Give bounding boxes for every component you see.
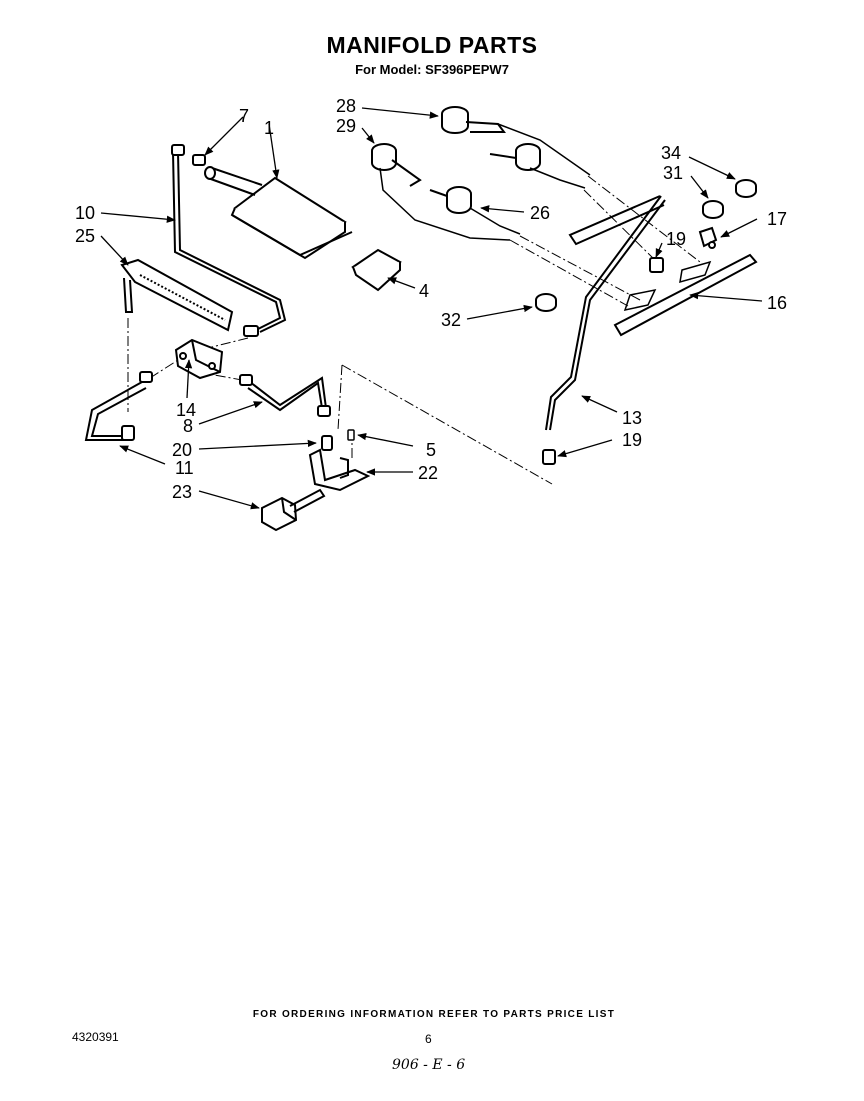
callout-1: 1	[264, 118, 274, 138]
callout-20: 20	[172, 440, 192, 460]
document-number: 4320391	[72, 1030, 119, 1044]
broiler-burner-1	[204, 166, 353, 260]
fitting-10-top	[171, 144, 185, 156]
callout-16: 16	[767, 293, 787, 313]
fitting-10-end	[243, 325, 259, 337]
fitting-19-upper	[649, 257, 664, 273]
tube-13	[545, 195, 666, 431]
valve-20	[321, 435, 333, 451]
orifice-7	[192, 154, 206, 166]
tube-8	[247, 376, 327, 412]
knob-32	[535, 293, 557, 312]
burner-right-rear	[489, 143, 586, 189]
callout-19-lower: 19	[622, 430, 642, 450]
burner-28	[441, 106, 591, 176]
callout-29: 29	[336, 116, 356, 136]
fitting-11	[121, 425, 135, 441]
knob-34	[735, 179, 757, 198]
bracket-22	[308, 448, 371, 492]
fitting-8	[239, 374, 331, 417]
knob-31	[702, 200, 724, 219]
callout-22: 22	[418, 463, 438, 483]
burner-26	[429, 186, 521, 235]
thermostat-14	[174, 338, 224, 380]
callout-10: 10	[75, 203, 95, 223]
callout-26: 26	[530, 203, 550, 223]
ordering-note: FOR ORDERING INFORMATION REFER TO PARTS …	[252, 1009, 616, 1020]
regulator-23	[261, 488, 326, 532]
page-number: 6	[425, 1032, 432, 1046]
leader-lines	[100, 107, 763, 510]
callout-8: 8	[183, 416, 193, 436]
handwritten-code: 906 - E - 6	[392, 1057, 466, 1073]
callout-28: 28	[336, 96, 356, 116]
callout-5: 5	[426, 440, 436, 460]
fitting-19-lower	[542, 449, 556, 465]
valve-17	[698, 226, 718, 249]
callout-19-upper: 19	[666, 229, 686, 249]
burner-29	[371, 143, 511, 241]
bracket-4	[351, 248, 402, 292]
callout-4: 4	[419, 281, 429, 301]
callout-17: 17	[767, 209, 787, 229]
manifold-pipe-16	[613, 253, 758, 337]
callout-23: 23	[172, 482, 192, 502]
callout-34: 34	[661, 143, 681, 163]
fitting-14-left	[139, 371, 153, 383]
callout-13: 13	[622, 408, 642, 428]
screw-5	[347, 429, 355, 441]
oven-burner-25	[120, 258, 234, 332]
callout-31: 31	[663, 163, 683, 183]
callout-25: 25	[75, 226, 95, 246]
callout-11: 11	[175, 458, 194, 478]
tube-11	[84, 381, 147, 441]
alignment-lines	[127, 175, 701, 485]
callout-32: 32	[441, 310, 461, 330]
callout-7: 7	[239, 106, 249, 126]
page-title: MANIFOLD PARTS	[326, 32, 538, 58]
callout-14: 14	[176, 400, 196, 420]
model-subtitle: For Model: SF396PEPW7	[355, 62, 509, 77]
callout-labels: 7 1 10 25 4 28 29 26 34 31 17 19 16 32 1…	[75, 96, 787, 502]
